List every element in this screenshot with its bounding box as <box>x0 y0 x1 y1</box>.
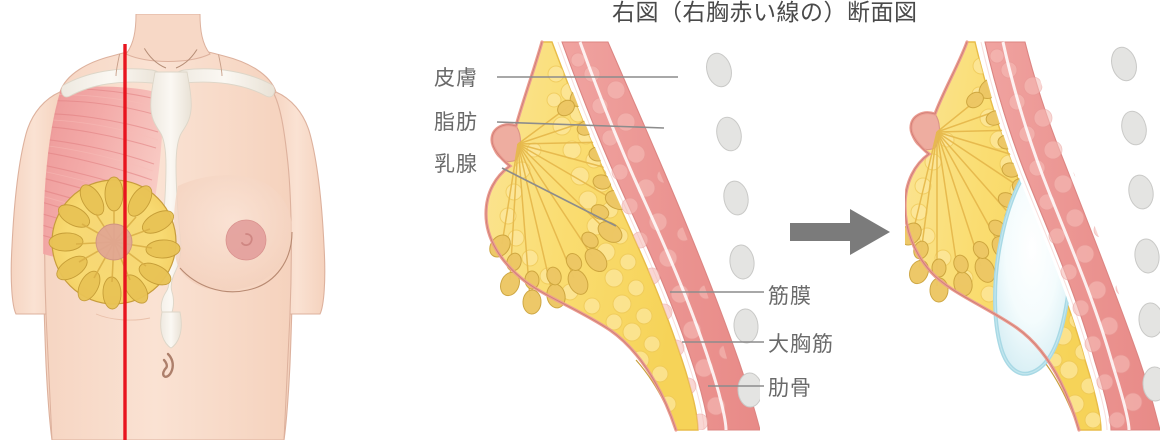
layer-skin <box>484 40 678 432</box>
layer-pectoralis <box>561 41 761 431</box>
label-pectoralis: 大胸筋 <box>768 332 834 356</box>
gland-areola <box>96 224 132 260</box>
transition-arrow <box>786 205 896 260</box>
torso-details <box>45 313 291 440</box>
figure-cross-section-after <box>900 30 1160 440</box>
intact-breast <box>173 175 293 293</box>
navel <box>161 352 174 378</box>
leader-fat <box>496 121 665 129</box>
layer-ribs <box>706 52 763 408</box>
arrow-right-icon <box>790 209 890 255</box>
layer-skin <box>903 40 1081 432</box>
label-fascia: 筋膜 <box>768 284 812 308</box>
leader-lines-group <box>420 30 880 430</box>
label-skin: 皮膚 <box>434 66 478 90</box>
figure-cross-section-before <box>430 30 763 440</box>
leader-gland <box>501 167 617 227</box>
page-title: 右図（右胸赤い線の）断面図 <box>612 0 918 26</box>
label-gland: 乳腺 <box>434 152 478 176</box>
mammary-gland-cutaway <box>48 176 181 310</box>
label-rib: 肋骨 <box>768 376 812 400</box>
label-fat: 脂肪 <box>434 110 478 134</box>
layer-ribs <box>1111 46 1160 402</box>
gland-lobules <box>48 176 181 310</box>
skeleton-overlay <box>61 46 275 349</box>
nipple <box>241 233 253 247</box>
muscle-texture <box>570 52 734 430</box>
figure-front-torso <box>0 13 340 440</box>
areola <box>226 220 266 260</box>
layer-fascia <box>977 41 1111 431</box>
